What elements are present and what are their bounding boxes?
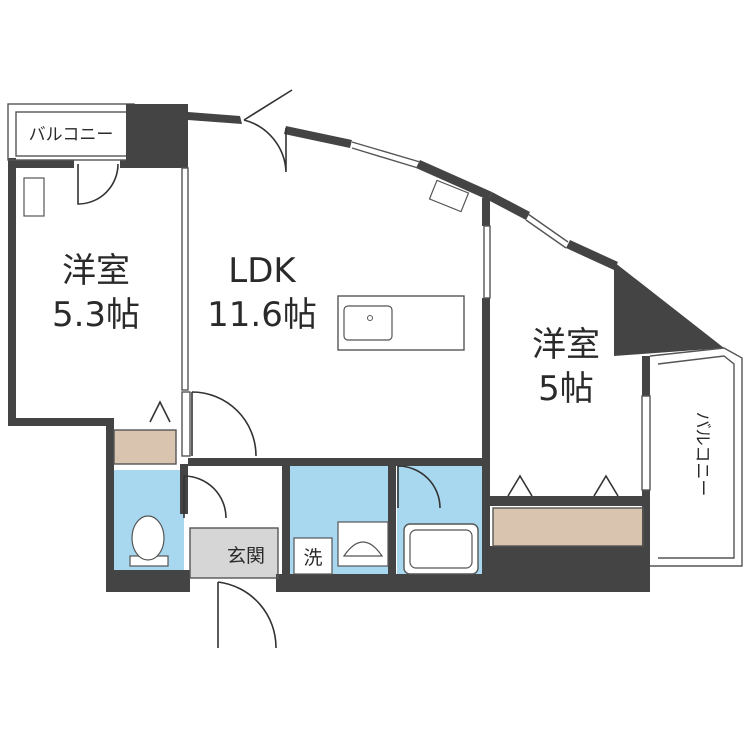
floor-fills xyxy=(114,430,643,578)
window-ldk-side xyxy=(483,225,491,299)
storage-right-outline xyxy=(492,507,644,547)
wall-ldk-right xyxy=(482,198,490,226)
room-left-size: 5.3帖 xyxy=(52,295,140,335)
balcony-top-label: バルコニー xyxy=(29,125,114,145)
room-right-name: 洋室 xyxy=(532,325,600,365)
balcony-right-label: バルコニー xyxy=(692,412,712,497)
wall-bottom-right-block xyxy=(490,546,642,574)
entrance-label: 玄関 xyxy=(227,545,265,567)
labels: 洋室 5.3帖 LDK 11.6帖 洋室 5帖 玄関 洗 バルコニー バルコニー xyxy=(29,125,712,569)
door-ldk-top[interactable] xyxy=(243,89,293,173)
sliding-partition xyxy=(181,167,189,391)
wall-ldk-top-a xyxy=(188,112,242,124)
sink-drain xyxy=(367,315,373,321)
wall-wash-bath xyxy=(388,464,396,574)
door-balcony-top[interactable] xyxy=(77,163,119,205)
room-ldk-name: LDK xyxy=(228,251,297,291)
window-right-side xyxy=(641,395,651,491)
wall-ldk-top-b xyxy=(284,126,352,148)
room-right-size: 5帖 xyxy=(538,369,594,409)
wall-right-top-b xyxy=(566,240,618,270)
entrance-outline xyxy=(189,527,279,579)
door-bath[interactable] xyxy=(397,465,441,509)
kitchen-sink xyxy=(343,305,393,341)
doors xyxy=(77,89,619,649)
wall-bottom-b xyxy=(276,574,650,592)
door-closet-right-b[interactable] xyxy=(593,474,619,497)
fridge-mark xyxy=(428,179,470,213)
wall-left-room-bottom-b xyxy=(106,418,114,474)
storage-right xyxy=(493,508,643,546)
toilet-bowl xyxy=(131,515,165,561)
door-closet-left[interactable] xyxy=(149,400,171,423)
walls xyxy=(7,103,743,592)
window-right-b xyxy=(525,219,567,249)
wall-right-outer-b xyxy=(642,490,650,590)
balcony-right-frame xyxy=(649,347,743,567)
wall-right-bottom xyxy=(488,496,642,506)
wall-right-corner xyxy=(614,262,724,356)
wall-ldk-right-b xyxy=(482,298,490,466)
window-right-a xyxy=(527,213,569,243)
wall-pillar-top xyxy=(126,104,188,168)
bathtub xyxy=(403,523,479,575)
washroom-label: 洗 xyxy=(303,547,322,569)
storage-left-outline xyxy=(113,429,177,465)
window-ldk-b xyxy=(351,147,419,169)
window-ldk-a xyxy=(351,141,421,163)
wall-right-lower xyxy=(482,466,490,576)
door-entrance[interactable] xyxy=(217,581,277,649)
room-ldk-size: 11.6帖 xyxy=(207,295,317,335)
wall-ldk-top-c xyxy=(416,160,492,200)
wash-bowl xyxy=(342,541,384,557)
wall-left xyxy=(8,158,16,426)
door-toilet[interactable] xyxy=(183,475,227,519)
door-ldk-left[interactable] xyxy=(191,391,257,457)
wall-left-room-bottom xyxy=(8,418,106,426)
wall-right-top xyxy=(488,192,530,220)
fixtures xyxy=(23,177,479,575)
door-closet-right-a[interactable] xyxy=(507,474,533,497)
partition-lower xyxy=(181,391,191,457)
balcony-right-inner xyxy=(657,355,735,559)
wall-bottom xyxy=(106,570,190,592)
room-left-name: 洋室 xyxy=(62,251,130,291)
wall-right-outer xyxy=(642,356,650,396)
closet-mark xyxy=(23,177,45,217)
wall-ldk-bottom xyxy=(188,458,484,466)
bathtub-inner xyxy=(409,529,473,569)
wall-left-lower xyxy=(106,464,114,592)
washer-box xyxy=(293,537,333,575)
entrance-floor xyxy=(190,528,278,578)
storage-left xyxy=(114,430,176,464)
wall-left-room-top xyxy=(8,160,74,168)
wall-wash-left xyxy=(282,464,290,584)
